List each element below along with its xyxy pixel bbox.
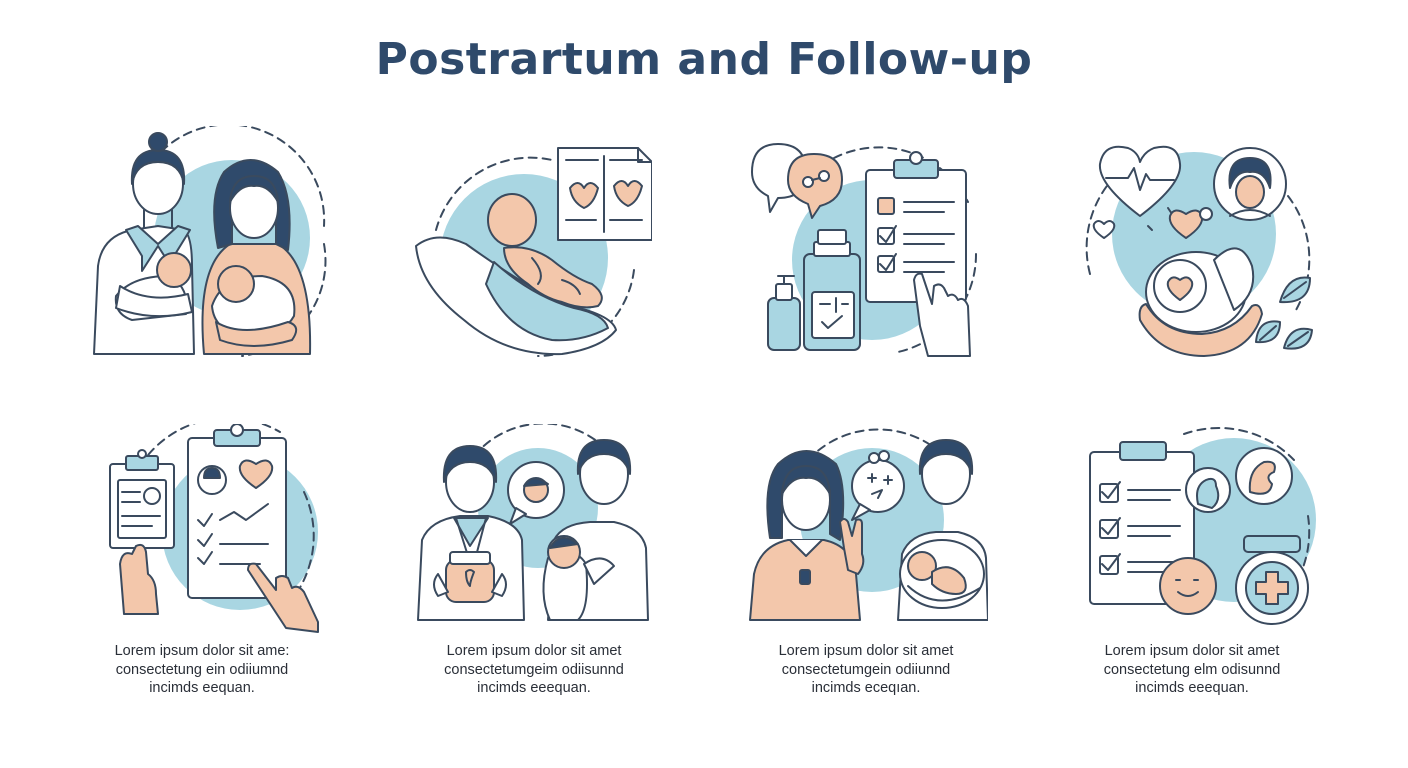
caption-3-line-3: incimds eceqıan. [811, 680, 921, 696]
caption-4-line-2: consectetung elm odisunnd [1103, 661, 1281, 678]
mother-and-father-with-baby-icon [748, 424, 988, 664]
caption-1: Lorem ipsum dolor sit ame: consectetung … [72, 642, 332, 698]
caption-2-line-2: consectetumgeim odiisunnd [444, 661, 624, 678]
medical-record-clipboard-icon [100, 424, 340, 664]
doctor-and-parent-with-baby-icon [414, 424, 654, 664]
nurse-and-mother-with-newborns-icon [92, 126, 332, 366]
medicine-and-checklist-icon [748, 136, 988, 376]
page-title: Postrartum and Follow-up [375, 34, 1033, 85]
caption-4: Lorem ipsum dolor sit amet consectetung … [1062, 642, 1322, 698]
caption-4-line-1: Lorem ipsum dolor sit amet [1104, 643, 1280, 659]
caption-2: Lorem ipsum dolor sit amet consectetumge… [404, 642, 664, 698]
caption-1-line-1: Lorem ipsum dolor sit ame: [114, 643, 290, 659]
caption-1-line-3: incimds eequan. [149, 680, 255, 696]
caption-4-line-3: incimds eeequan. [1135, 680, 1249, 696]
newborn-with-ultrasound-report-icon [412, 134, 652, 374]
caption-3-line-1: Lorem ipsum dolor sit amet [778, 643, 954, 659]
caption-2-line-3: incimds eeequan. [477, 680, 591, 696]
caption-3-line-2: consectetumgein odiiunnd [781, 661, 951, 678]
health-checklist-with-first-aid-icon [1084, 420, 1324, 660]
caption-2-line-1: Lorem ipsum dolor sit amet [446, 643, 622, 659]
caption-1-line-2: consectetung ein odiiumnd [115, 661, 289, 678]
caption-3: Lorem ipsum dolor sit amet consectetumge… [736, 642, 996, 698]
heart-care-support-icon [1084, 134, 1324, 374]
